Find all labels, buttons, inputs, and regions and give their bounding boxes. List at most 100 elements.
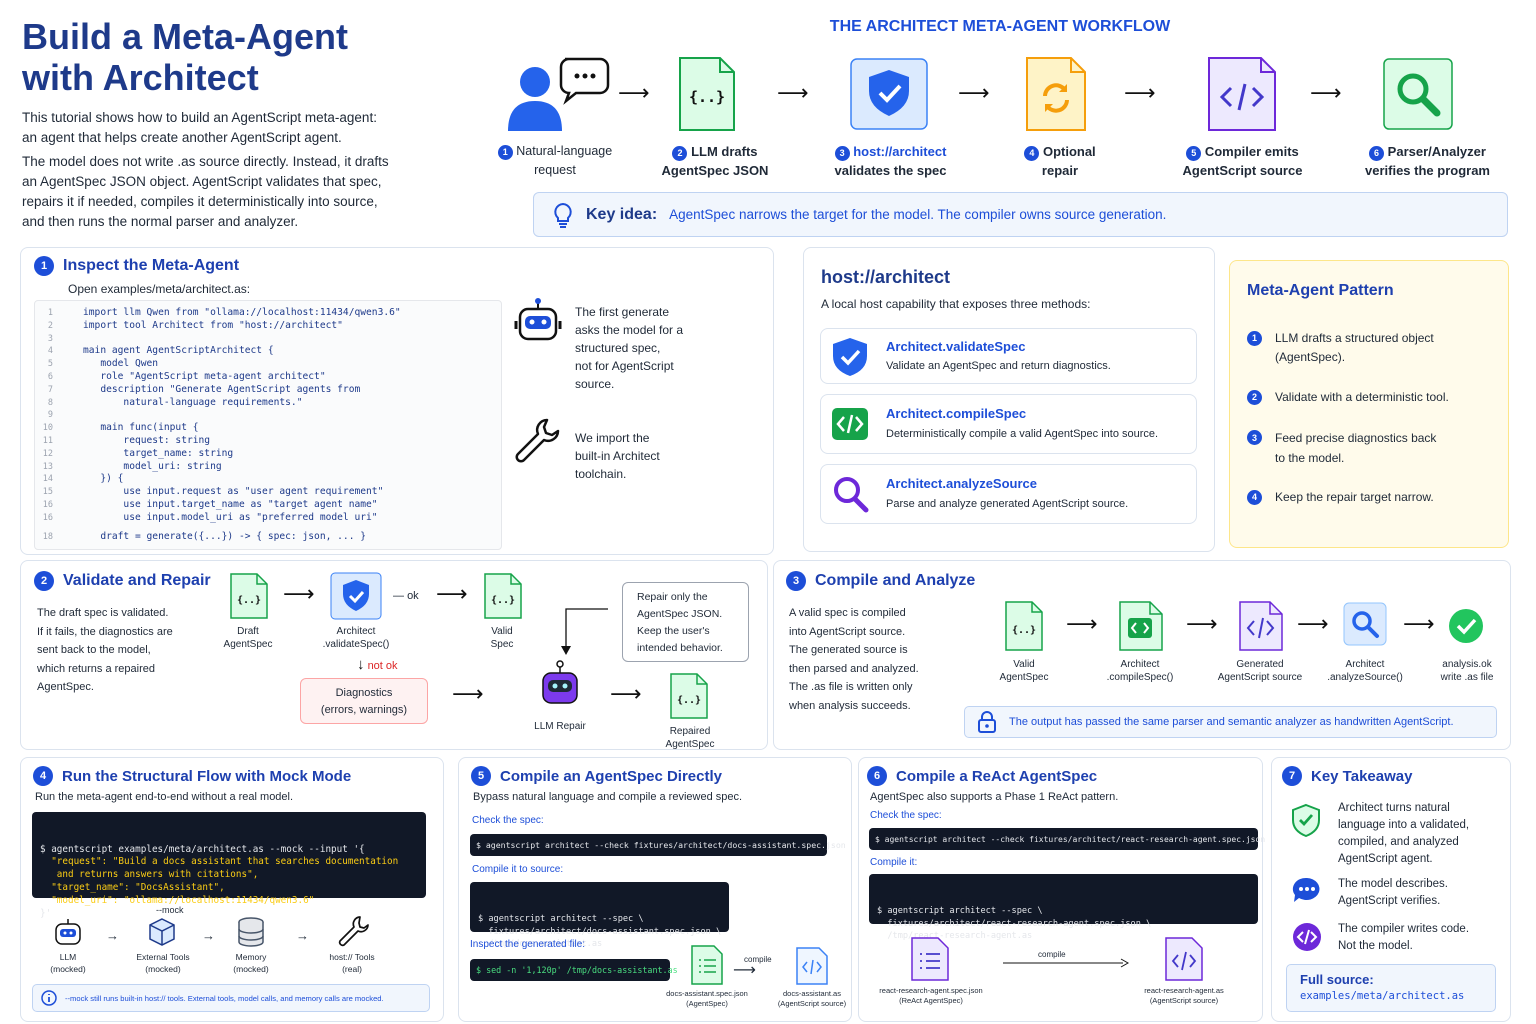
arrow-icon: → [106, 928, 119, 943]
shield-check-icon [850, 58, 928, 130]
code-line: $ agentscript architect --spec \ [478, 914, 644, 924]
step-number: 1 [497, 145, 513, 160]
line-text: use input.model_uri as "preferred model … [83, 511, 378, 523]
arrow-icon: ⟶ [733, 962, 756, 979]
section-number: 2 [34, 571, 54, 591]
section-title: Inspect the Meta-Agent [63, 257, 240, 274]
node-label: Architect.analyzeSource() [1315, 658, 1415, 684]
text-line: The draft spec is validated. [37, 607, 169, 619]
robot-icon [55, 919, 81, 945]
line-number: 5 [47, 359, 53, 370]
line-number: 12 [42, 448, 53, 459]
label-line: Architect [336, 626, 376, 637]
method-desc: Validate an AgentSpec and return diagnos… [886, 360, 1111, 372]
line-text: model Qwen [83, 358, 159, 370]
step-label: AgentSpec JSON [661, 163, 769, 178]
file-label: docs-assistant.as(AgentScript source) [769, 989, 855, 1009]
text-line: which returns a repaired [37, 662, 156, 675]
ok-text: ok [407, 590, 419, 602]
code-icon [832, 408, 868, 440]
label-line: analysis.ok [1442, 659, 1492, 670]
step-label: AgentScript source [1182, 163, 1303, 178]
code-line: 15 use input.request as "user agent requ… [35, 486, 501, 499]
label-line: AgentScript source [1217, 672, 1303, 683]
label-line: Architect [1120, 659, 1160, 670]
bubble-line: Repair only the [637, 591, 708, 603]
line-text: model_uri: string [83, 460, 222, 472]
label-line: Spec [490, 639, 514, 650]
robot-icon [542, 660, 578, 704]
note-line: source. [575, 377, 615, 391]
label-line: .compileSpec() [1106, 672, 1174, 683]
step-label: Check the spec: [870, 810, 942, 821]
code-file-icon [796, 947, 828, 985]
intro-line: repairs it if needed, compiles it determ… [22, 194, 378, 209]
mock-node-label: External Tools(mocked) [128, 951, 198, 975]
pattern-number: 2 [1247, 390, 1262, 405]
arrow-icon: → [296, 928, 309, 943]
step-label: host://architect [853, 144, 947, 159]
database-icon [238, 917, 264, 947]
pattern-text: Validate with a deterministic tool. [1275, 390, 1449, 404]
intro-line: an AgentSpec JSON object. AgentScript va… [22, 174, 382, 189]
arrow-icon: ⟶ [1066, 611, 1098, 636]
code-line: 5 model Qwen [35, 358, 501, 371]
info-icon [41, 990, 57, 1006]
label-line: Repaired [669, 726, 711, 737]
magnifier-icon [1343, 602, 1387, 646]
intro-line: an agent that helps create another Agent… [22, 130, 342, 145]
takeaway-line: AgentScript agent. [1338, 853, 1433, 865]
pattern-text: LLM drafts a structured object [1275, 331, 1434, 345]
method-validate-spec[interactable] [820, 328, 1197, 384]
label-line: AgentSpec [665, 739, 715, 750]
method-compile-spec[interactable] [820, 394, 1197, 454]
takeaway-line: AgentScript verifies. [1338, 895, 1441, 907]
label-line: (mocked) [50, 964, 86, 974]
code-line: 11 request: string [35, 435, 501, 448]
section-text: A valid spec is compiled into AgentScrip… [789, 604, 919, 715]
host-subtitle: A local host capability that exposes thr… [821, 297, 1091, 311]
label-line: LLM [59, 952, 77, 962]
passed-banner: The output has passed the same parser an… [964, 706, 1497, 738]
method-analyze-source[interactable] [820, 464, 1197, 524]
document-icon [691, 945, 723, 985]
json-file-icon: {..} [230, 573, 268, 619]
section-subtitle: AgentSpec also supports a Phase 1 ReAct … [870, 791, 1119, 803]
document-icon [911, 937, 949, 981]
bubble-line: intended behavior. [637, 642, 723, 654]
text-line: The generated source is [789, 644, 908, 656]
section-title: Key Takeaway [1311, 767, 1413, 785]
wrench-icon [515, 418, 560, 463]
svg-text:{..}: {..} [491, 595, 515, 606]
label-line: Diagnostics [335, 687, 393, 699]
full-source-box[interactable]: Full source: examples/meta/architect.as [1286, 964, 1496, 1012]
label-line: react-research-agent.as [1144, 986, 1224, 995]
full-source-path[interactable]: examples/meta/architect.as [1300, 990, 1465, 1002]
line-number: 13 [42, 461, 53, 472]
section-number: 4 [33, 766, 53, 786]
label-line: docs-assistant.spec.json [666, 989, 748, 998]
pattern-item: 1 LLM drafts a structured object(AgentSp… [1247, 329, 1434, 367]
step-label: validates the spec [834, 163, 947, 178]
label-line: docs-assistant.as [783, 989, 841, 998]
label-line: (ReAct AgentSpec) [899, 996, 963, 1005]
host-title: host://architect [821, 267, 951, 287]
pattern-text: Keep the repair target narrow. [1275, 490, 1434, 504]
title-line-1: Build a Meta-Agent [22, 16, 349, 57]
code-line: "target_name": "DocsAssistant", [40, 881, 225, 893]
section-title: Compile a ReAct AgentSpec [896, 767, 1098, 785]
shield-check-icon [330, 572, 382, 620]
code-line: fixtures/architect/react-research-agent.… [877, 918, 1152, 929]
line-text: natural-language requirements." [83, 396, 303, 408]
